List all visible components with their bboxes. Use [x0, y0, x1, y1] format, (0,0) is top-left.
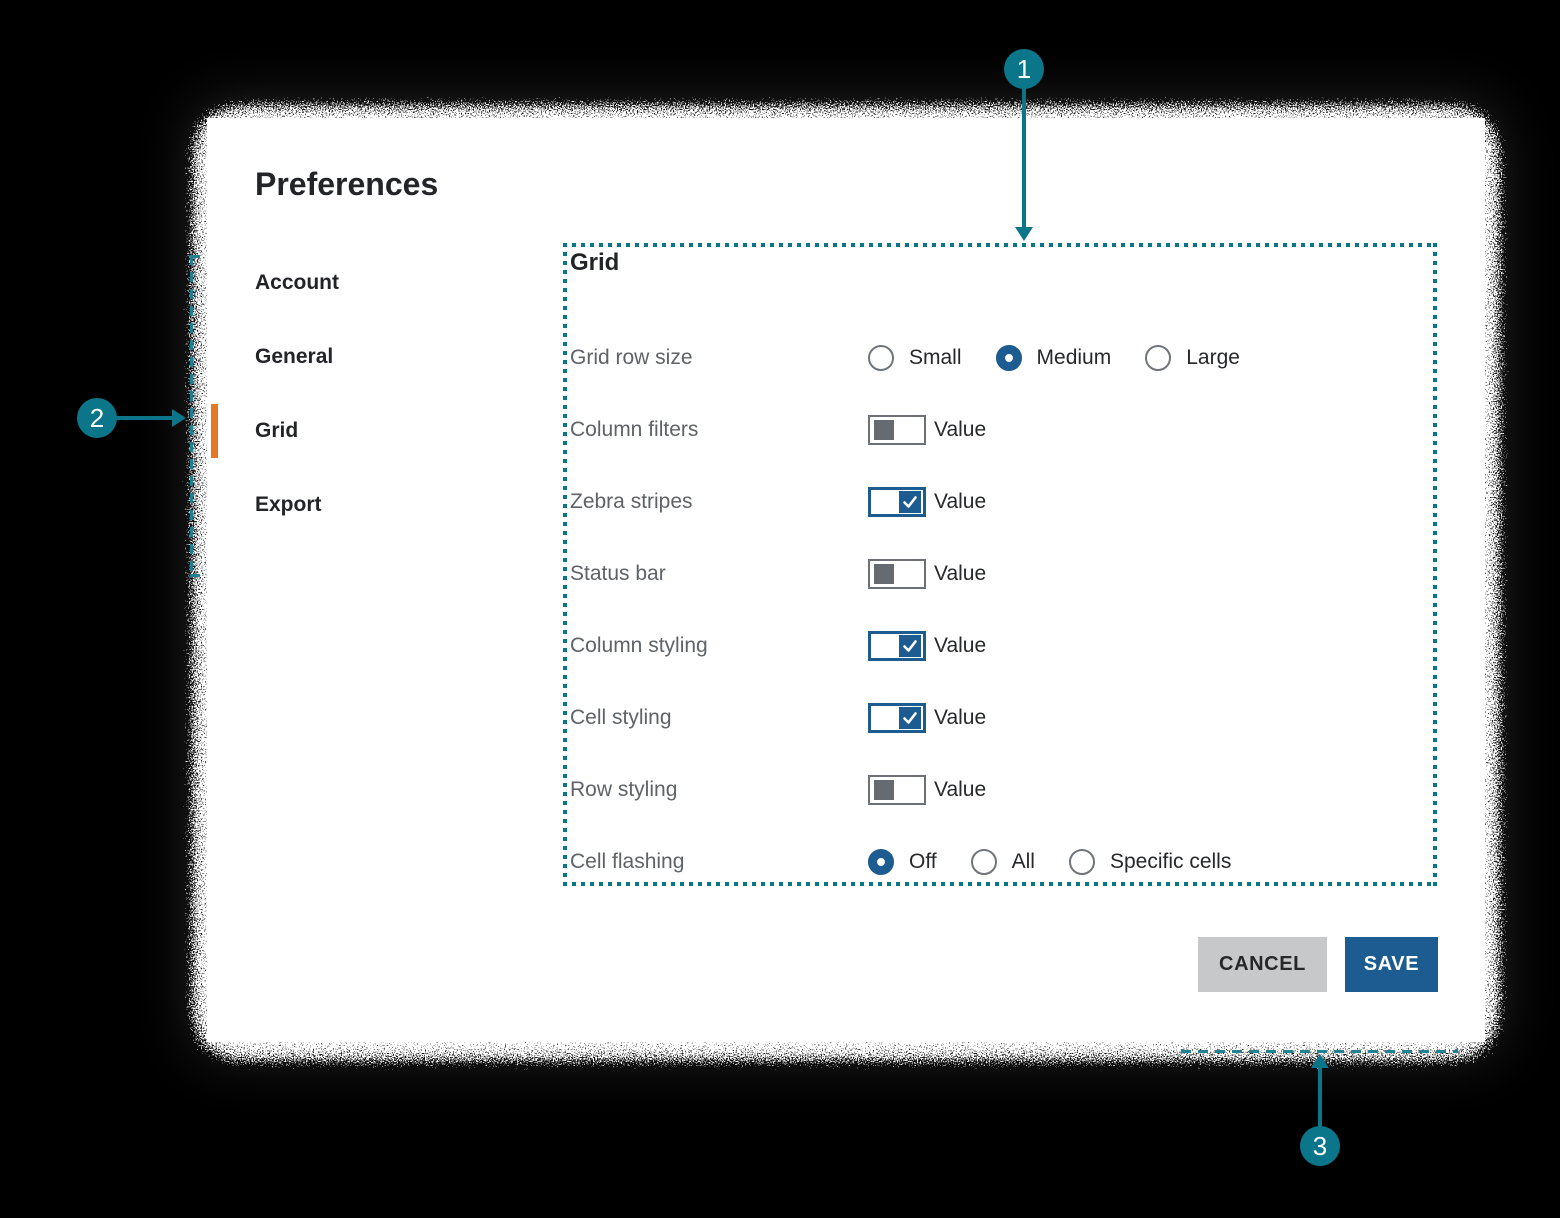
panel-heading: Grid [570, 249, 620, 276]
row-label: Cell flashing [570, 850, 685, 873]
radio-icon[interactable] [868, 345, 894, 371]
sidebar-item-general[interactable]: General [255, 320, 475, 394]
toggle-knob [874, 420, 894, 440]
settings-row-column-styling: Column styling Value [570, 610, 1430, 682]
radio-icon[interactable] [1145, 345, 1172, 371]
annotation-marker-1: 1 [1004, 49, 1044, 89]
row-control: Value [868, 487, 986, 517]
radio-label: Large [1186, 346, 1240, 369]
row-label: Zebra stripes [570, 490, 693, 513]
toggle-value-label: Value [934, 634, 987, 657]
radio-option-all[interactable]: All [970, 849, 1035, 875]
toggle-knob [874, 780, 894, 800]
settings-row-cell-styling: Cell styling Value [570, 682, 1430, 754]
sidebar-item-label: Grid [255, 419, 299, 442]
cancel-button[interactable]: CANCEL [1198, 937, 1327, 992]
radio-option-specific-cells[interactable]: Specific cells [1068, 849, 1232, 875]
sidebar-item-label: Account [255, 271, 339, 294]
sidebar-item-grid[interactable]: Grid [211, 394, 475, 468]
zebra-stripes-toggle[interactable] [868, 487, 926, 517]
active-item-indicator [211, 404, 218, 458]
save-button[interactable]: SAVE [1345, 937, 1438, 992]
annotation-marker-2: 2 [77, 398, 117, 438]
toggle-value-label: Value [934, 562, 987, 585]
radio-label: Small [909, 346, 962, 369]
row-control: Small Medium Large [868, 345, 1240, 371]
settings-row-column-filters: Column filters Value [570, 394, 1430, 466]
radio-label: Specific cells [1109, 850, 1232, 873]
column-styling-toggle[interactable] [868, 631, 926, 661]
row-label: Column filters [570, 418, 699, 441]
radio-icon[interactable] [970, 849, 997, 875]
toggle-value-label: Value [934, 706, 987, 729]
settings-row-grid-row-size: Grid row size Small Medium Large [570, 322, 1430, 394]
toggle-knob [899, 635, 921, 657]
check-icon [903, 496, 917, 508]
annotation-arrow-3 [1318, 1068, 1322, 1127]
radio-icon[interactable] [868, 849, 894, 875]
row-control: Value [868, 703, 986, 733]
sidebar-item-label: Export [255, 493, 322, 516]
check-icon [903, 712, 917, 724]
row-label: Row styling [570, 778, 678, 801]
annotation-arrowhead-1 [1015, 227, 1033, 241]
toggle-value-label: Value [934, 778, 987, 801]
toggle-knob [899, 491, 921, 513]
radio-option-medium[interactable]: Medium [995, 345, 1112, 371]
check-icon [903, 640, 917, 652]
toggle-value-label: Value [934, 490, 987, 513]
column-filters-toggle[interactable] [868, 415, 926, 445]
radio-label: Medium [1036, 346, 1112, 369]
annotation-marker-3: 3 [1300, 1126, 1340, 1166]
sidebar-item-export[interactable]: Export [255, 468, 475, 542]
annotation-arrow-1 [1022, 88, 1026, 227]
radio-icon[interactable] [995, 345, 1022, 371]
radio-option-large[interactable]: Large [1145, 345, 1240, 371]
row-control: Value [868, 631, 986, 661]
row-label: Column styling [570, 634, 708, 657]
toggle-knob [874, 564, 894, 584]
row-styling-toggle[interactable] [868, 775, 926, 805]
settings-row-cell-flashing: Cell flashing Off All Specific cells [570, 826, 1430, 898]
row-control: Value [868, 775, 986, 805]
radio-label: Off [909, 850, 937, 873]
row-label: Grid row size [570, 346, 693, 369]
status-bar-toggle[interactable] [868, 559, 926, 589]
row-control: Value [868, 559, 986, 589]
settings-row-status-bar: Status bar Value [570, 538, 1430, 610]
toggle-value-label: Value [934, 418, 987, 441]
annotation-arrowhead-2 [172, 409, 186, 427]
row-control: Off All Specific cells [868, 849, 1231, 875]
page-title: Preferences [255, 166, 439, 202]
row-label: Status bar [570, 562, 666, 585]
settings-row-zebra-stripes: Zebra stripes Value [570, 466, 1430, 538]
row-label: Cell styling [570, 706, 672, 729]
radio-icon[interactable] [1068, 849, 1095, 875]
sidebar-item-account[interactable]: Account [255, 246, 475, 320]
radio-option-off[interactable]: Off [868, 849, 937, 875]
row-control: Value [868, 415, 986, 445]
annotation-arrow-2 [116, 416, 172, 420]
settings-row-row-styling: Row styling Value [570, 754, 1430, 826]
annotation-arrowhead-3 [1311, 1054, 1329, 1068]
cell-styling-toggle[interactable] [868, 703, 926, 733]
toggle-knob [899, 707, 921, 729]
radio-option-small[interactable]: Small [868, 345, 962, 371]
sidebar-item-label: General [255, 345, 334, 368]
radio-label: All [1011, 850, 1035, 873]
